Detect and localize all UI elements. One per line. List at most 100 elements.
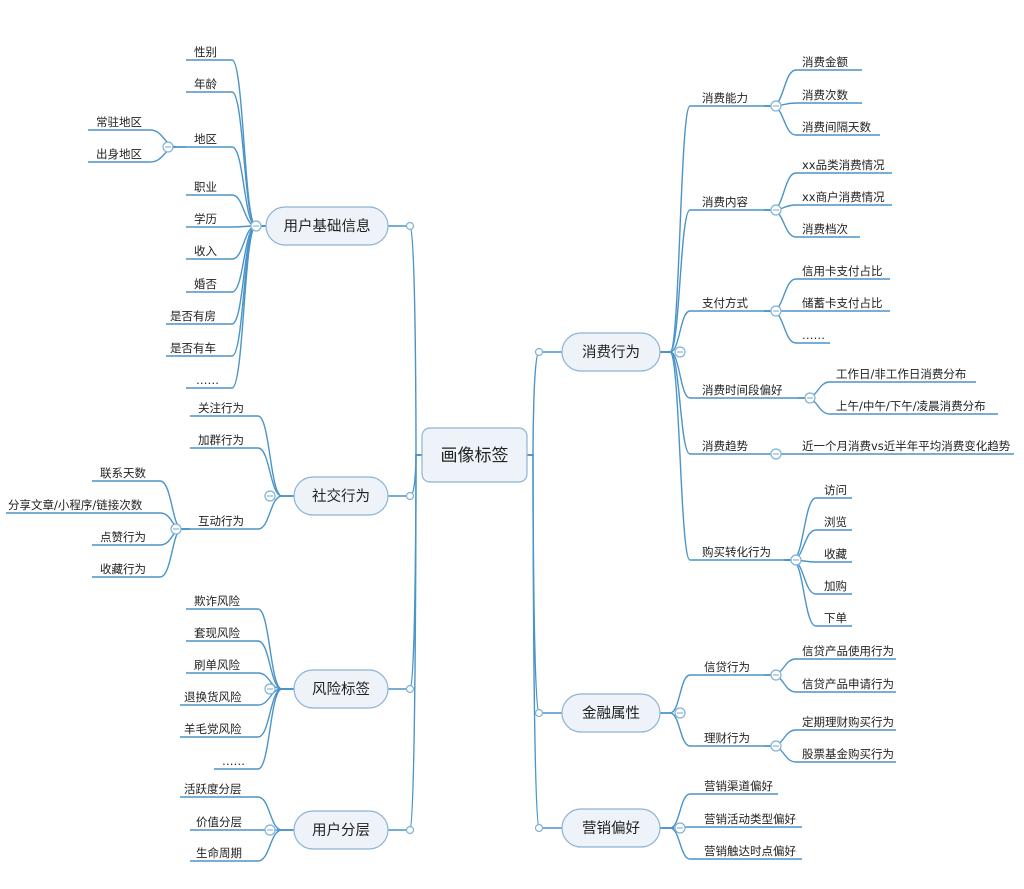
sub-branch-label[interactable]: 消费时间段偏好 xyxy=(702,383,783,397)
collapse-toggle-icon[interactable] xyxy=(405,221,415,231)
branch-node-social[interactable]: 社交行为 xyxy=(293,476,389,516)
leaf-label[interactable]: 地区 xyxy=(194,132,217,146)
collapse-toggle-icon[interactable] xyxy=(534,347,544,357)
leaf-label[interactable]: 工作日/非工作日消费分布 xyxy=(836,367,966,381)
collapse-toggle-icon[interactable] xyxy=(770,100,782,112)
edge-center-finance xyxy=(527,454,562,714)
leaf-label[interactable]: 收入 xyxy=(194,244,217,258)
leaf-label[interactable]: 常驻地区 xyxy=(96,115,142,129)
branch-node-social-label: 社交行为 xyxy=(312,487,370,505)
branch-node-finance[interactable]: 金融属性 xyxy=(561,693,661,733)
collapse-knobs xyxy=(162,100,816,836)
leaf-label[interactable]: 近一个月消费vs近半年平均消费变化趋势 xyxy=(802,439,1011,453)
sub-branch-label[interactable]: 消费内容 xyxy=(702,195,748,209)
leaf-label[interactable]: 储蓄卡支付占比 xyxy=(802,296,883,310)
leaf-label[interactable]: 是否有房 xyxy=(170,309,216,323)
leaf-label[interactable]: 职业 xyxy=(194,180,217,194)
leaf-label[interactable]: 活跃度分层 xyxy=(184,782,242,796)
leaf-label[interactable]: 出身地区 xyxy=(96,147,142,161)
collapse-toggle-icon[interactable] xyxy=(264,683,276,695)
edge-center-consume xyxy=(527,351,562,456)
leaf-label[interactable]: 定期理财购买行为 xyxy=(802,715,894,729)
leaf-label[interactable]: 点赞行为 xyxy=(100,530,146,544)
leaf-label[interactable]: 收藏 xyxy=(824,547,847,561)
leaf-label[interactable]: 学历 xyxy=(194,212,217,226)
leaf-label[interactable]: 婚否 xyxy=(194,277,217,291)
leaf-label[interactable]: 联系天数 xyxy=(100,466,146,480)
leaf-label[interactable]: 消费次数 xyxy=(802,88,848,102)
collapse-toggle-icon[interactable] xyxy=(405,825,415,835)
collapse-toggle-icon[interactable] xyxy=(162,141,174,153)
leaf-label[interactable]: …… xyxy=(222,754,245,768)
leaf-label[interactable]: 生命周期 xyxy=(196,846,242,860)
collapse-toggle-icon[interactable] xyxy=(674,822,686,834)
leaf-label[interactable]: 收藏行为 xyxy=(100,562,146,576)
branch-node-tier[interactable]: 用户分层 xyxy=(293,810,389,850)
leaf-label[interactable]: 消费金额 xyxy=(802,55,848,69)
leaf-label[interactable]: 羊毛党风险 xyxy=(184,722,242,736)
sub-branch-label[interactable]: 消费能力 xyxy=(702,91,748,105)
collapse-toggle-icon[interactable] xyxy=(804,392,816,404)
leaf-label[interactable]: 加购 xyxy=(824,579,847,593)
sub-branch-label[interactable]: 理财行为 xyxy=(704,731,750,745)
collapse-toggle-icon[interactable] xyxy=(770,740,782,752)
branch-node-basic[interactable]: 用户基础信息 xyxy=(265,206,389,246)
leaf-label[interactable]: 股票基金购买行为 xyxy=(802,747,894,761)
leaf-label[interactable]: …… xyxy=(802,328,825,342)
collapse-toggle-icon[interactable] xyxy=(770,669,782,681)
collapse-toggle-icon[interactable] xyxy=(405,684,415,694)
sub-branch-label[interactable]: 购买转化行为 xyxy=(702,545,771,559)
collapse-toggle-icon[interactable] xyxy=(534,708,544,718)
leaf-label[interactable]: 信贷产品使用行为 xyxy=(802,644,894,658)
leaf-label[interactable]: 浏览 xyxy=(824,515,847,529)
leaf-label[interactable]: 套现风险 xyxy=(194,626,240,640)
center-node-box xyxy=(421,427,528,483)
collapse-toggle-icon[interactable] xyxy=(674,707,686,719)
collapse-toggle-icon[interactable] xyxy=(770,448,782,460)
collapse-toggle-icon[interactable] xyxy=(250,220,262,232)
leaf-label[interactable]: 营销渠道偏好 xyxy=(704,779,773,793)
leaf-label[interactable]: xx商户消费情况 xyxy=(802,190,885,204)
leaf-label[interactable]: …… xyxy=(196,373,219,387)
leaf-label[interactable]: 营销活动类型偏好 xyxy=(704,812,796,826)
collapse-toggle-icon[interactable] xyxy=(264,824,276,836)
leaf-label[interactable]: 性别 xyxy=(194,45,217,59)
leaf-label[interactable]: 消费档次 xyxy=(802,222,848,236)
sub-branch-label[interactable]: 信贷行为 xyxy=(704,660,750,674)
leaf-label[interactable]: 加群行为 xyxy=(198,433,244,447)
leaf-label[interactable]: 互动行为 xyxy=(198,514,244,528)
center-node[interactable]: 画像标签 xyxy=(421,427,528,483)
leaf-label[interactable]: 上午/中午/下午/凌晨消费分布 xyxy=(836,399,986,413)
collapse-toggle-icon[interactable] xyxy=(770,204,782,216)
leaf-label[interactable]: 访问 xyxy=(824,483,847,497)
collapse-toggle-icon[interactable] xyxy=(405,491,415,501)
branch-node-basic-label: 用户基础信息 xyxy=(284,218,371,235)
collapse-toggle-icon[interactable] xyxy=(674,346,686,358)
leaf-label[interactable]: 欺诈风险 xyxy=(194,594,240,608)
leaf-label[interactable]: 关注行为 xyxy=(198,401,244,415)
collapse-toggle-icon[interactable] xyxy=(770,305,782,317)
collapse-toggle-icon[interactable] xyxy=(170,523,182,535)
leaf-label[interactable]: 年龄 xyxy=(194,77,217,91)
branch-node-marketing[interactable]: 营销偏好 xyxy=(561,808,661,848)
leaf-label[interactable]: 消费间隔天数 xyxy=(802,120,871,134)
leaf-label[interactable]: 下单 xyxy=(824,611,847,625)
collapse-toggle-icon[interactable] xyxy=(264,490,276,502)
sub-branch-label[interactable]: 消费趋势 xyxy=(702,439,748,453)
branch-node-risk[interactable]: 风险标签 xyxy=(293,669,389,709)
labels-consume: 消费能力 消费内容 支付方式 消费时间段偏好 消费趋势 购买转化行为 消费金额 … xyxy=(702,55,1011,625)
leaf-label[interactable]: 是否有车 xyxy=(170,341,216,355)
branch-node-consume[interactable]: 消费行为 xyxy=(561,332,661,372)
sub-branch-label[interactable]: 支付方式 xyxy=(702,296,748,310)
leaf-label[interactable]: 价值分层 xyxy=(196,815,242,829)
collapse-toggle-icon[interactable] xyxy=(790,554,802,566)
leaf-label[interactable]: 信用卡支付占比 xyxy=(802,264,883,278)
edge-center-tier xyxy=(388,454,422,831)
leaf-label[interactable]: 退换货风险 xyxy=(184,690,242,704)
leaf-label[interactable]: 刷单风险 xyxy=(194,658,240,672)
leaf-label[interactable]: 信贷产品申请行为 xyxy=(802,677,894,691)
leaf-label[interactable]: 营销触达时点偏好 xyxy=(704,844,796,858)
leaf-label[interactable]: xx品类消费情况 xyxy=(802,158,885,172)
collapse-toggle-icon[interactable] xyxy=(534,823,544,833)
leaf-label[interactable]: 分享文章/小程序/链接次数 xyxy=(8,498,143,512)
